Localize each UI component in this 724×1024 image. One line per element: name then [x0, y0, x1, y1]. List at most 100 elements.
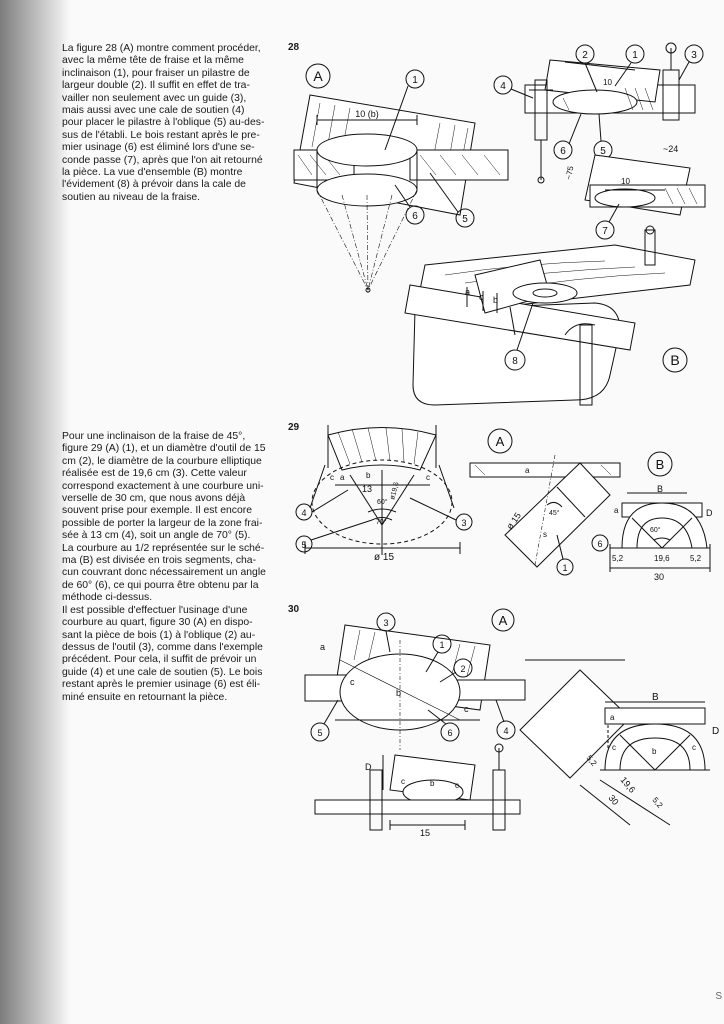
fig28-inset-callout-5: 5: [600, 146, 606, 157]
fig29-view-a-label: A: [496, 434, 505, 449]
text-line: mais aussi avec une cale de soutien (4): [62, 105, 245, 117]
fig28-inset-callout-7: 7: [602, 226, 608, 237]
fig30-bottom-letter-c-left: c: [401, 777, 405, 786]
fig28-callout-6: 6: [412, 211, 418, 222]
fig30-callout-4: 4: [503, 726, 508, 736]
text-line: méthode ci-dessus.: [62, 592, 153, 604]
fig28-inset-dim-10: 10: [603, 78, 612, 87]
fig30-dim-196: 19,6: [618, 775, 637, 795]
fig29-letter-c-left: c: [330, 473, 334, 482]
figure-30-view-a: A a c b c 3 1 2 5 6 4: [304, 608, 526, 750]
fig28-callout-1: 1: [412, 75, 418, 86]
fig29-b-dim-196: 19,6: [654, 554, 670, 563]
fig28-b-letter-a: a: [465, 287, 470, 297]
fig29-letter-a: a: [340, 473, 345, 482]
text-line: souvent prise pour exemple. Il est encor…: [62, 505, 253, 517]
fig30-dim-52-b: 5,2: [650, 796, 664, 811]
text-line: conde passe (7), après que l'on ait reto…: [62, 154, 263, 166]
text-block-fig28: La figure 28 (A) montre comment procéder…: [62, 43, 272, 204]
text-line: réalisée est de 19,6 cm (3). Cette valeu…: [62, 468, 247, 480]
fig28-callout-5: 5: [462, 214, 468, 225]
text-line: Pour une inclinaison de la fraise de 45°…: [62, 431, 246, 442]
fig28-dim-24: ~24: [663, 144, 678, 154]
figure-30-bottom-assembly: D c b c 15: [314, 743, 521, 838]
fig29-b-angle-60: 60°: [650, 526, 661, 534]
fig30-right-letter-a: a: [610, 713, 615, 722]
fig30-bottom-letter-c-right: c: [455, 781, 459, 790]
fig30-right-dim-B: B: [652, 692, 659, 703]
text-line: l'évidement (8) à prévoir dans la cale d…: [62, 179, 246, 191]
fig29-b-letter-a: a: [614, 506, 619, 515]
text-line: cm (2), le diamètre de la courbure ellip…: [62, 455, 262, 467]
fig29-dim-15: ø 15: [374, 552, 394, 563]
text-line: pour placer le pilastre à l'oblique (5) …: [62, 117, 265, 129]
fig28-inset-callout-2: 2: [582, 50, 588, 61]
text-line: correspond exactement à une courbure uni…: [62, 480, 264, 492]
fig29-dim-196: ø19,6: [389, 481, 400, 500]
fig29-view-b-label: B: [656, 457, 665, 472]
fig28-view-a-label: A: [313, 68, 323, 84]
fig29-callout-1: 1: [562, 563, 567, 573]
text-line: la pièce. La vue d'ensemble (B) montre: [62, 167, 243, 179]
fig28-b-letter-b: b: [493, 295, 498, 305]
fig28-inset-callout-3: 3: [691, 50, 697, 61]
fig28-dim-75: ~75: [564, 165, 575, 180]
fig30-right-letter-b: b: [652, 747, 657, 756]
fig28-inset-callout-4: 4: [500, 81, 506, 92]
text-line: ma (B) est divisée en trois segments, ch…: [62, 555, 257, 567]
page-gutter-shadow: [0, 0, 70, 1024]
page-mark: S: [715, 991, 722, 1002]
figure-28-view-b: a c b 8 B: [404, 225, 696, 406]
fig30-callout-1: 1: [439, 640, 444, 650]
text-block-fig29-30: Pour une inclinaison de la fraise de 45°…: [62, 431, 272, 704]
fig28-callout-8: 8: [512, 356, 518, 367]
fig29-b-letter-D: D: [706, 508, 713, 518]
text-line: cun couvrant donc nécessairement un angl…: [62, 567, 266, 579]
text-line: courbure au quart, figure 30 (A) en disp…: [62, 617, 253, 629]
fig29-callout-5: 5: [301, 540, 306, 550]
fig30-letter-c-right: c: [464, 704, 469, 714]
fig30-view-a-label: A: [499, 613, 508, 628]
fig30-callout-5: 5: [317, 728, 322, 738]
fig29-dim-13: 13: [362, 484, 372, 494]
text-line: La figure 28 (A) montre comment procéder…: [62, 43, 261, 54]
fig29-letter-c-right: c: [426, 473, 430, 482]
fig29-a-letter-s: s: [543, 530, 547, 539]
fig29-b-dim-B: B: [657, 484, 663, 494]
fig30-dim-30: 30: [606, 793, 620, 807]
fig29-a-letter-a: a: [525, 466, 530, 475]
fig28-inset-callout-6: 6: [560, 146, 566, 157]
figure-28-view-a: A 10 (b) 1 6 5: [293, 63, 509, 296]
fig28-dim-width: 10 (b): [355, 109, 379, 119]
fig28-inset2-dim-10: 10: [621, 177, 630, 186]
text-line: possible de porter la largeur de la zone…: [62, 517, 263, 529]
text-line: largeur double (2). Il suffit en effet d…: [62, 80, 250, 92]
fig30-right-letter-c-right: c: [692, 743, 696, 752]
fig29-b-dim-52-left: 5,2: [612, 554, 624, 563]
text-line: Il est possible d'effectuer l'usinage d'…: [62, 604, 248, 616]
fig29-callout-4: 4: [301, 508, 306, 518]
fig28-b-letter-c: c: [479, 292, 484, 302]
fig30-callout-6: 6: [447, 728, 452, 738]
fig30-letter-a: a: [320, 642, 325, 652]
figure-number-28: 28: [288, 42, 300, 53]
text-line: avec la même tête de fraise et la même: [62, 55, 244, 67]
figure-28-inset: 2 1 3 4 6 5 7 10 ~75 ~24 10: [493, 42, 706, 240]
fig30-right-letter-c-left: c: [612, 743, 616, 752]
fig29-b-dim-52-right: 5,2: [690, 554, 702, 563]
text-line: sée à 13 cm (4), soit un angle de 70° (5…: [62, 530, 251, 542]
fig28-inset-callout-1: 1: [632, 50, 638, 61]
text-line: vailler non seulement avec un guide (3),: [62, 92, 247, 104]
fig30-right-dim-D: D: [712, 726, 719, 737]
text-line: guide (4) et une cale de soutien (5). Le…: [62, 666, 263, 678]
fig29-callout-6: 6: [597, 539, 602, 549]
fig28-view-b-label: B: [670, 352, 679, 368]
text-line: mier usinage (6) est éliminé lors d'une …: [62, 142, 255, 154]
figure-number-30: 30: [288, 604, 300, 615]
text-line: La courbure au 1/2 représentée sur le sc…: [62, 542, 265, 554]
text-line: verselle de 30 cm, que nous avons déjà: [62, 493, 246, 505]
figure-29-left: c a b c 13 ø19,6 60° 70° ø 15 4 5 3: [295, 425, 473, 563]
fig29-angle-70: 70°: [376, 518, 387, 526]
fig29-letter-b: b: [366, 471, 371, 480]
fig29-a-angle-45: 45°: [549, 509, 560, 517]
